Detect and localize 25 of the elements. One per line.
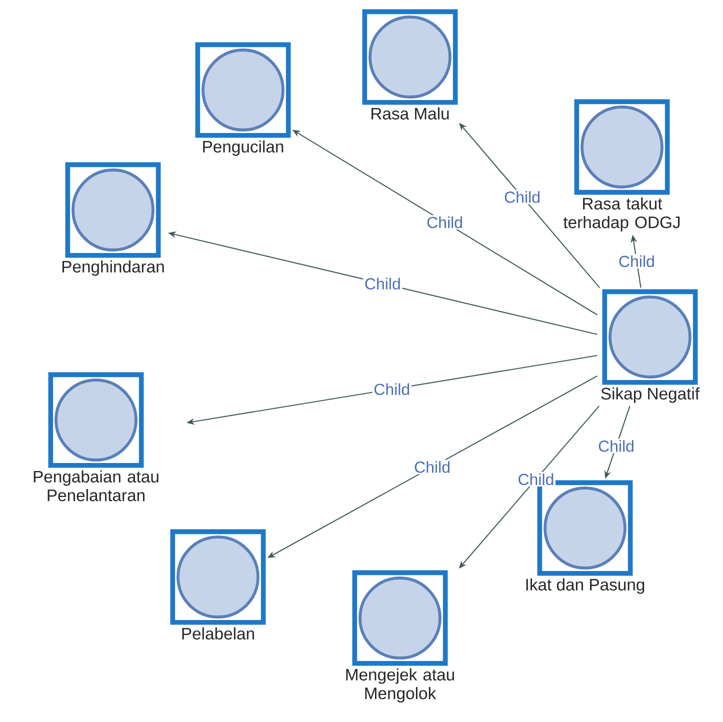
node-box: Mengejek atau Mengolok	[346, 570, 454, 703]
edge-label: Child	[374, 383, 410, 396]
node-label: Pelabelan	[182, 627, 254, 640]
edge-label: Child	[598, 440, 634, 452]
node-label: Sikap Negatif	[601, 387, 700, 403]
node-label: Penghindaran	[62, 260, 164, 276]
edge-label: Child	[619, 255, 654, 268]
edge-label: Child	[504, 191, 540, 203]
node-box: Sikap Negatif	[601, 289, 700, 403]
edge-label: Child	[427, 216, 462, 228]
node-label: Pengabaian atau Penelantaran	[34, 470, 158, 502]
node-label: Ikat dan Pasung	[526, 578, 644, 594]
node-box: Pelabelan	[170, 529, 266, 640]
node-label: Mengejek atau Mengolok	[346, 668, 454, 703]
edge-label: Child	[414, 461, 450, 473]
node-label: Pengucilan	[203, 140, 284, 156]
node-box: Pengabaian atau Penelantaran	[34, 372, 158, 502]
node-box: Penghindaran	[62, 162, 164, 276]
node-box: Pengucilan	[195, 42, 291, 156]
node-box: Rasa takut terhadap ODGJ	[563, 99, 680, 232]
node-label: Rasa takut terhadap ODGJ	[563, 197, 680, 232]
node-box: Rasa Malu	[362, 9, 458, 120]
edge-label: Child	[365, 278, 400, 290]
edge-label: Child	[518, 473, 554, 486]
node-label: Rasa Malu	[372, 107, 449, 120]
